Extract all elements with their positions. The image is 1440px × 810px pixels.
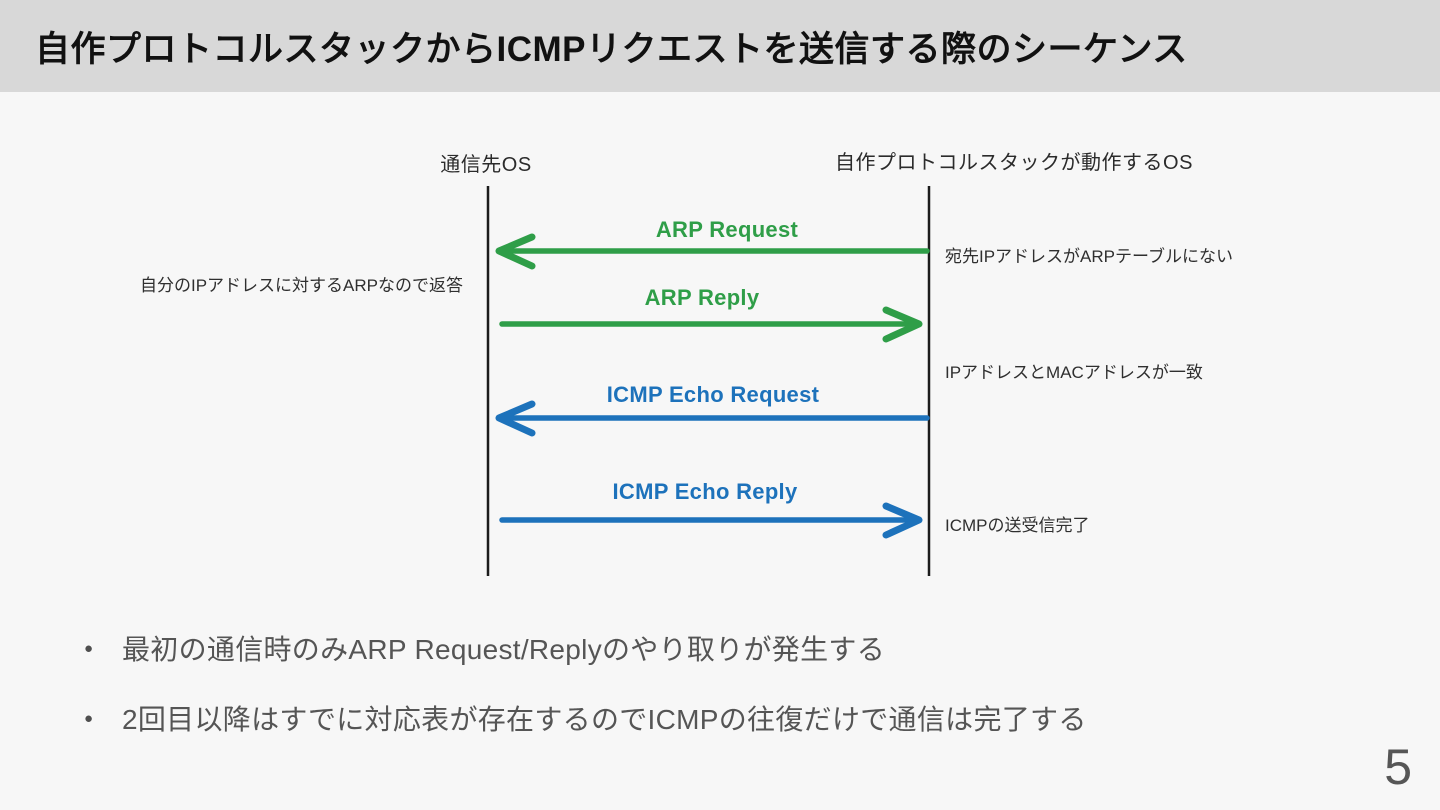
icmp-echo-reply-arrow xyxy=(499,502,923,539)
message-label-icmp-echo-request: ICMP Echo Request xyxy=(606,382,820,407)
annotation-ip-mac-match: IPアドレスとMACアドレスが一致 xyxy=(945,363,1203,382)
bullet-item-2: ● 2回目以降はすでに対応表が存在するのでICMPの往復だけで通信は完了する xyxy=(84,698,1087,738)
bullet-dot-icon: ● xyxy=(84,639,94,657)
icmp-echo-request-arrow xyxy=(495,400,930,437)
bullet-text-1: 最初の通信時のみARP Request/Replyのやり取りが発生する xyxy=(122,634,886,665)
bullet-text-2: 2回目以降はすでに対応表が存在するのでICMPの往復だけで通信は完了する xyxy=(122,704,1087,735)
bullet-dot-icon: ● xyxy=(84,709,94,727)
header-bar: 自作プロトコルスタックからICMPリクエストを送信する際のシーケンス xyxy=(0,0,1440,92)
arp-request-arrow xyxy=(495,233,930,270)
slide-title: 自作プロトコルスタックからICMPリクエストを送信する際のシーケンス xyxy=(35,29,1188,69)
lifeline-label-custom-stack-os: 自作プロトコルスタックが動作するOS xyxy=(835,152,1193,174)
message-label-arp-reply: ARP Reply xyxy=(644,285,760,310)
message-label-icmp-echo-reply: ICMP Echo Reply xyxy=(612,479,798,504)
annotation-arp-reply-reason: 自分のIPアドレスに対するARPなので返答 xyxy=(140,276,464,295)
annotation-icmp-complete: ICMPの送受信完了 xyxy=(945,516,1090,535)
arp-reply-arrow xyxy=(499,306,923,343)
message-label-arp-request: ARP Request xyxy=(655,217,799,242)
annotation-arp-table-miss: 宛先IPアドレスがARPテーブルにない xyxy=(945,247,1233,266)
lifeline-label-destination-os: 通信先OS xyxy=(440,154,532,176)
bullet-item-1: ● 最初の通信時のみARP Request/Replyのやり取りが発生する xyxy=(84,628,885,668)
page-number: 5 xyxy=(1384,739,1412,795)
